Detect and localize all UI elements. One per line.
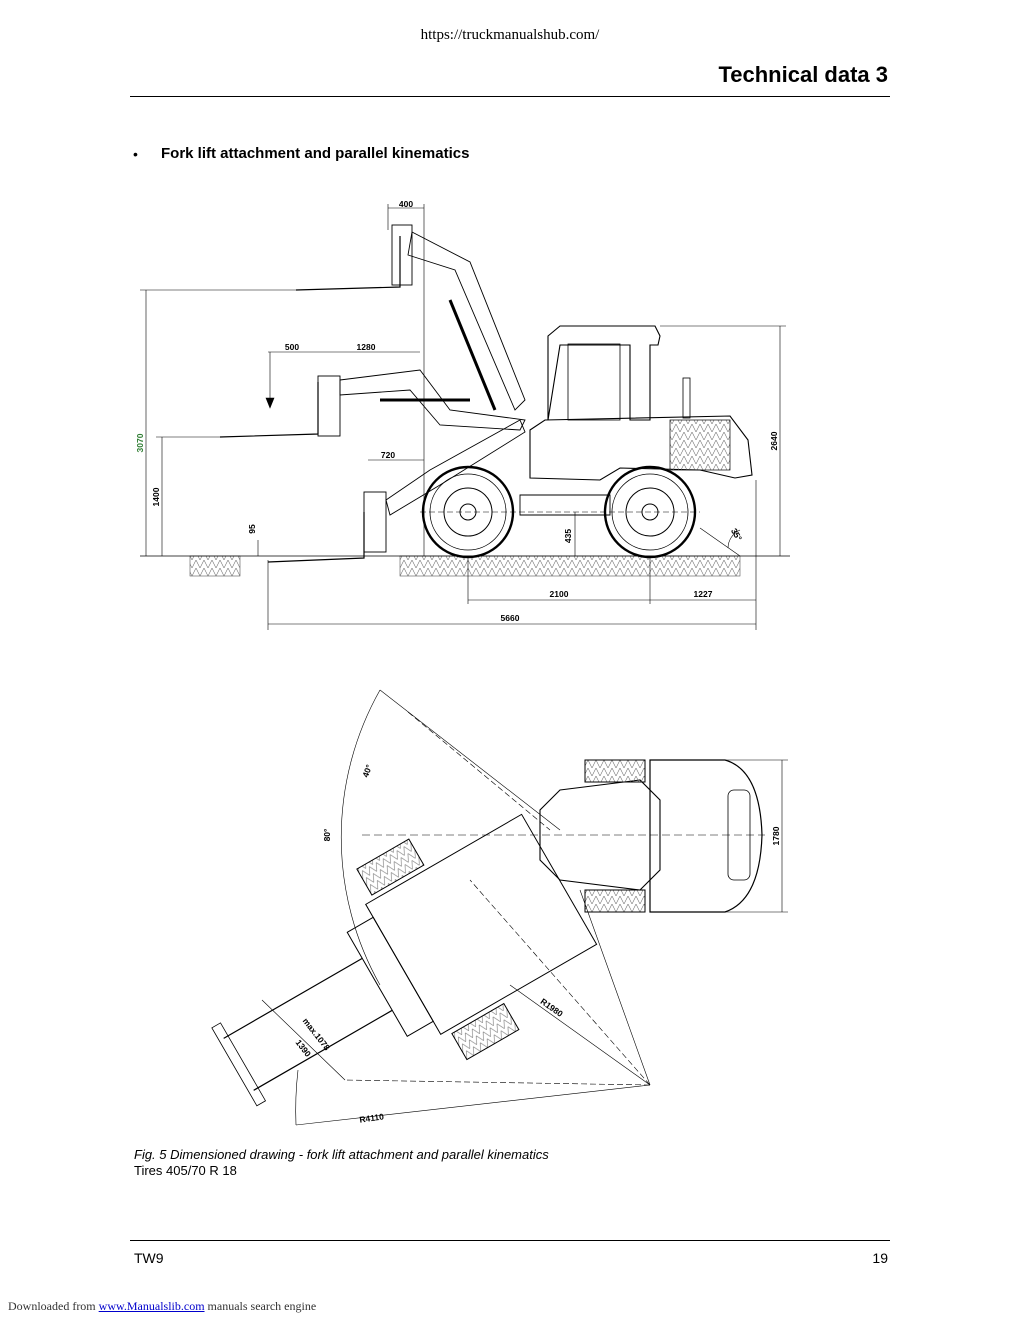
fork-raised <box>295 236 401 291</box>
cab <box>547 325 661 421</box>
exhaust-stack <box>682 377 691 419</box>
top-dimension-lines <box>261 689 788 1126</box>
rear-frame <box>649 759 763 913</box>
dim-1280: 1280 <box>357 342 376 352</box>
dim-2100: 2100 <box>550 589 569 599</box>
dim-r4110: R4110 <box>359 1111 385 1124</box>
top-view <box>211 759 765 1107</box>
dim-400: 400 <box>399 199 413 209</box>
lift-arm-lowered <box>385 419 526 516</box>
figure-caption: Fig. 5 Dimensioned drawing - fork lift a… <box>134 1147 549 1162</box>
download-note: Downloaded from www.Manualslib.com manua… <box>8 1299 316 1314</box>
source-url: https://truckmanualshub.com/ <box>420 27 600 43</box>
header-rule <box>130 96 890 97</box>
footer-model: TW9 <box>134 1250 164 1266</box>
section-heading: Fork lift attachment and parallel kinema… <box>161 145 470 162</box>
engine-grille <box>669 419 731 471</box>
dim-1390: 1390 <box>294 1038 314 1059</box>
page-number: 19 <box>872 1250 888 1266</box>
dim-720: 720 <box>381 450 395 460</box>
fork-ground <box>267 512 365 563</box>
fork-middle <box>219 382 319 438</box>
dim-r1980: R1980 <box>539 996 565 1019</box>
dim-2640: 2640 <box>769 431 779 450</box>
dim-95: 95 <box>247 524 257 534</box>
ground-hatch-main <box>399 555 741 577</box>
lift-arm-middle <box>339 369 526 431</box>
cab-window <box>567 343 621 421</box>
download-prefix: Downloaded from <box>8 1299 99 1313</box>
download-suffix: manuals search engine <box>204 1299 317 1313</box>
dim-435: 435 <box>563 529 573 543</box>
lift-arm-raised <box>407 231 526 411</box>
side-view <box>140 224 790 577</box>
machine-body <box>529 415 753 481</box>
dim-angle-80: 80° <box>322 828 332 841</box>
dim-1780: 1780 <box>771 826 781 845</box>
section-title: Technical data 3 <box>718 62 888 87</box>
dim-500: 500 <box>285 342 299 352</box>
forks-top <box>223 957 393 1091</box>
manualslib-link[interactable]: www.Manualslib.com <box>98 1299 205 1313</box>
dim-1400: 1400 <box>151 487 161 506</box>
dim-angle-40: 40° <box>360 763 374 779</box>
bullet-marker: • <box>133 146 138 162</box>
side-dimension-lines <box>140 204 786 630</box>
dim-5660: 5660 <box>501 613 520 623</box>
ground-hatch-left <box>189 555 241 577</box>
dim-angle-35: 35° <box>729 526 744 543</box>
dim-3070: 3070 <box>135 433 145 452</box>
footer-rule <box>130 1240 890 1241</box>
tire-spec: Tires 405/70 R 18 <box>134 1163 237 1178</box>
dim-1227: 1227 <box>694 589 713 599</box>
